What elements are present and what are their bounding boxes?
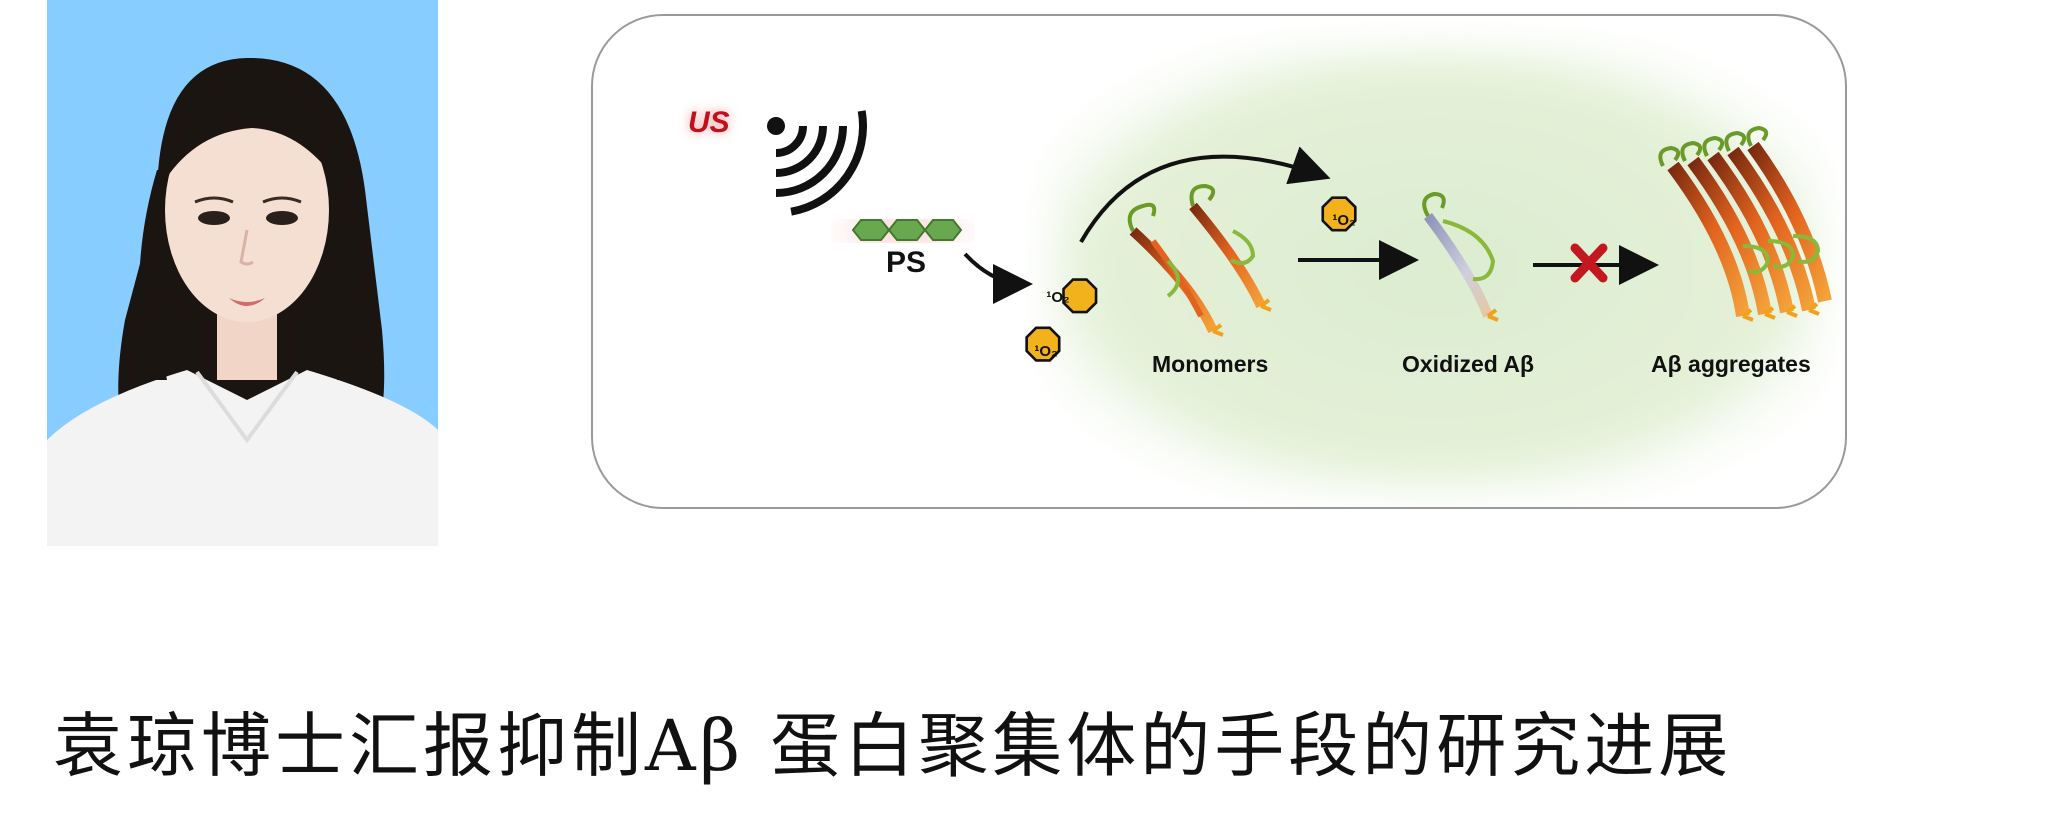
stage-label-aggregates: Aβ aggregates: [1651, 351, 1811, 377]
ultrasound-wave-icon: [767, 110, 867, 216]
stage-label-monomers: Monomers: [1152, 351, 1269, 377]
page-title: 袁琼博士汇报抑制Aβ 蛋白聚集体的手段的研究进展: [53, 705, 1733, 787]
scheme-graphics: ¹O₂ ¹O₂ ¹O₂: [767, 46, 1832, 491]
mechanism-scheme: ¹O₂ ¹O₂ ¹O₂: [591, 14, 1847, 509]
svg-text:¹O₂: ¹O₂: [1332, 212, 1355, 229]
singlet-oxygen-icon: ¹O₂: [1321, 196, 1357, 232]
arrow-arc: [1079, 146, 1331, 243]
portrait-photo: [47, 0, 438, 546]
singlet-oxygen-icon: ¹O₂: [1025, 326, 1061, 362]
stage-label-oxidized: Oxidized Aβ: [1402, 351, 1535, 377]
blocked-cross-icon: [1570, 243, 1608, 283]
svg-text:¹O₂: ¹O₂: [1034, 343, 1057, 360]
peptide-strand-icon: [1658, 125, 1832, 322]
singlet-oxygen-icon: ¹O₂: [1046, 278, 1098, 314]
ultrasound-label: US: [688, 106, 730, 139]
arrow-ps-to-oxygen: [963, 252, 1033, 304]
photosensitizer-icon: [843, 219, 963, 241]
svg-text:¹O₂: ¹O₂: [1046, 289, 1069, 306]
peptide-strand-icon: [1422, 191, 1499, 322]
photosensitizer-label: PS: [886, 246, 927, 279]
peptide-strand-icon: [1127, 183, 1272, 337]
